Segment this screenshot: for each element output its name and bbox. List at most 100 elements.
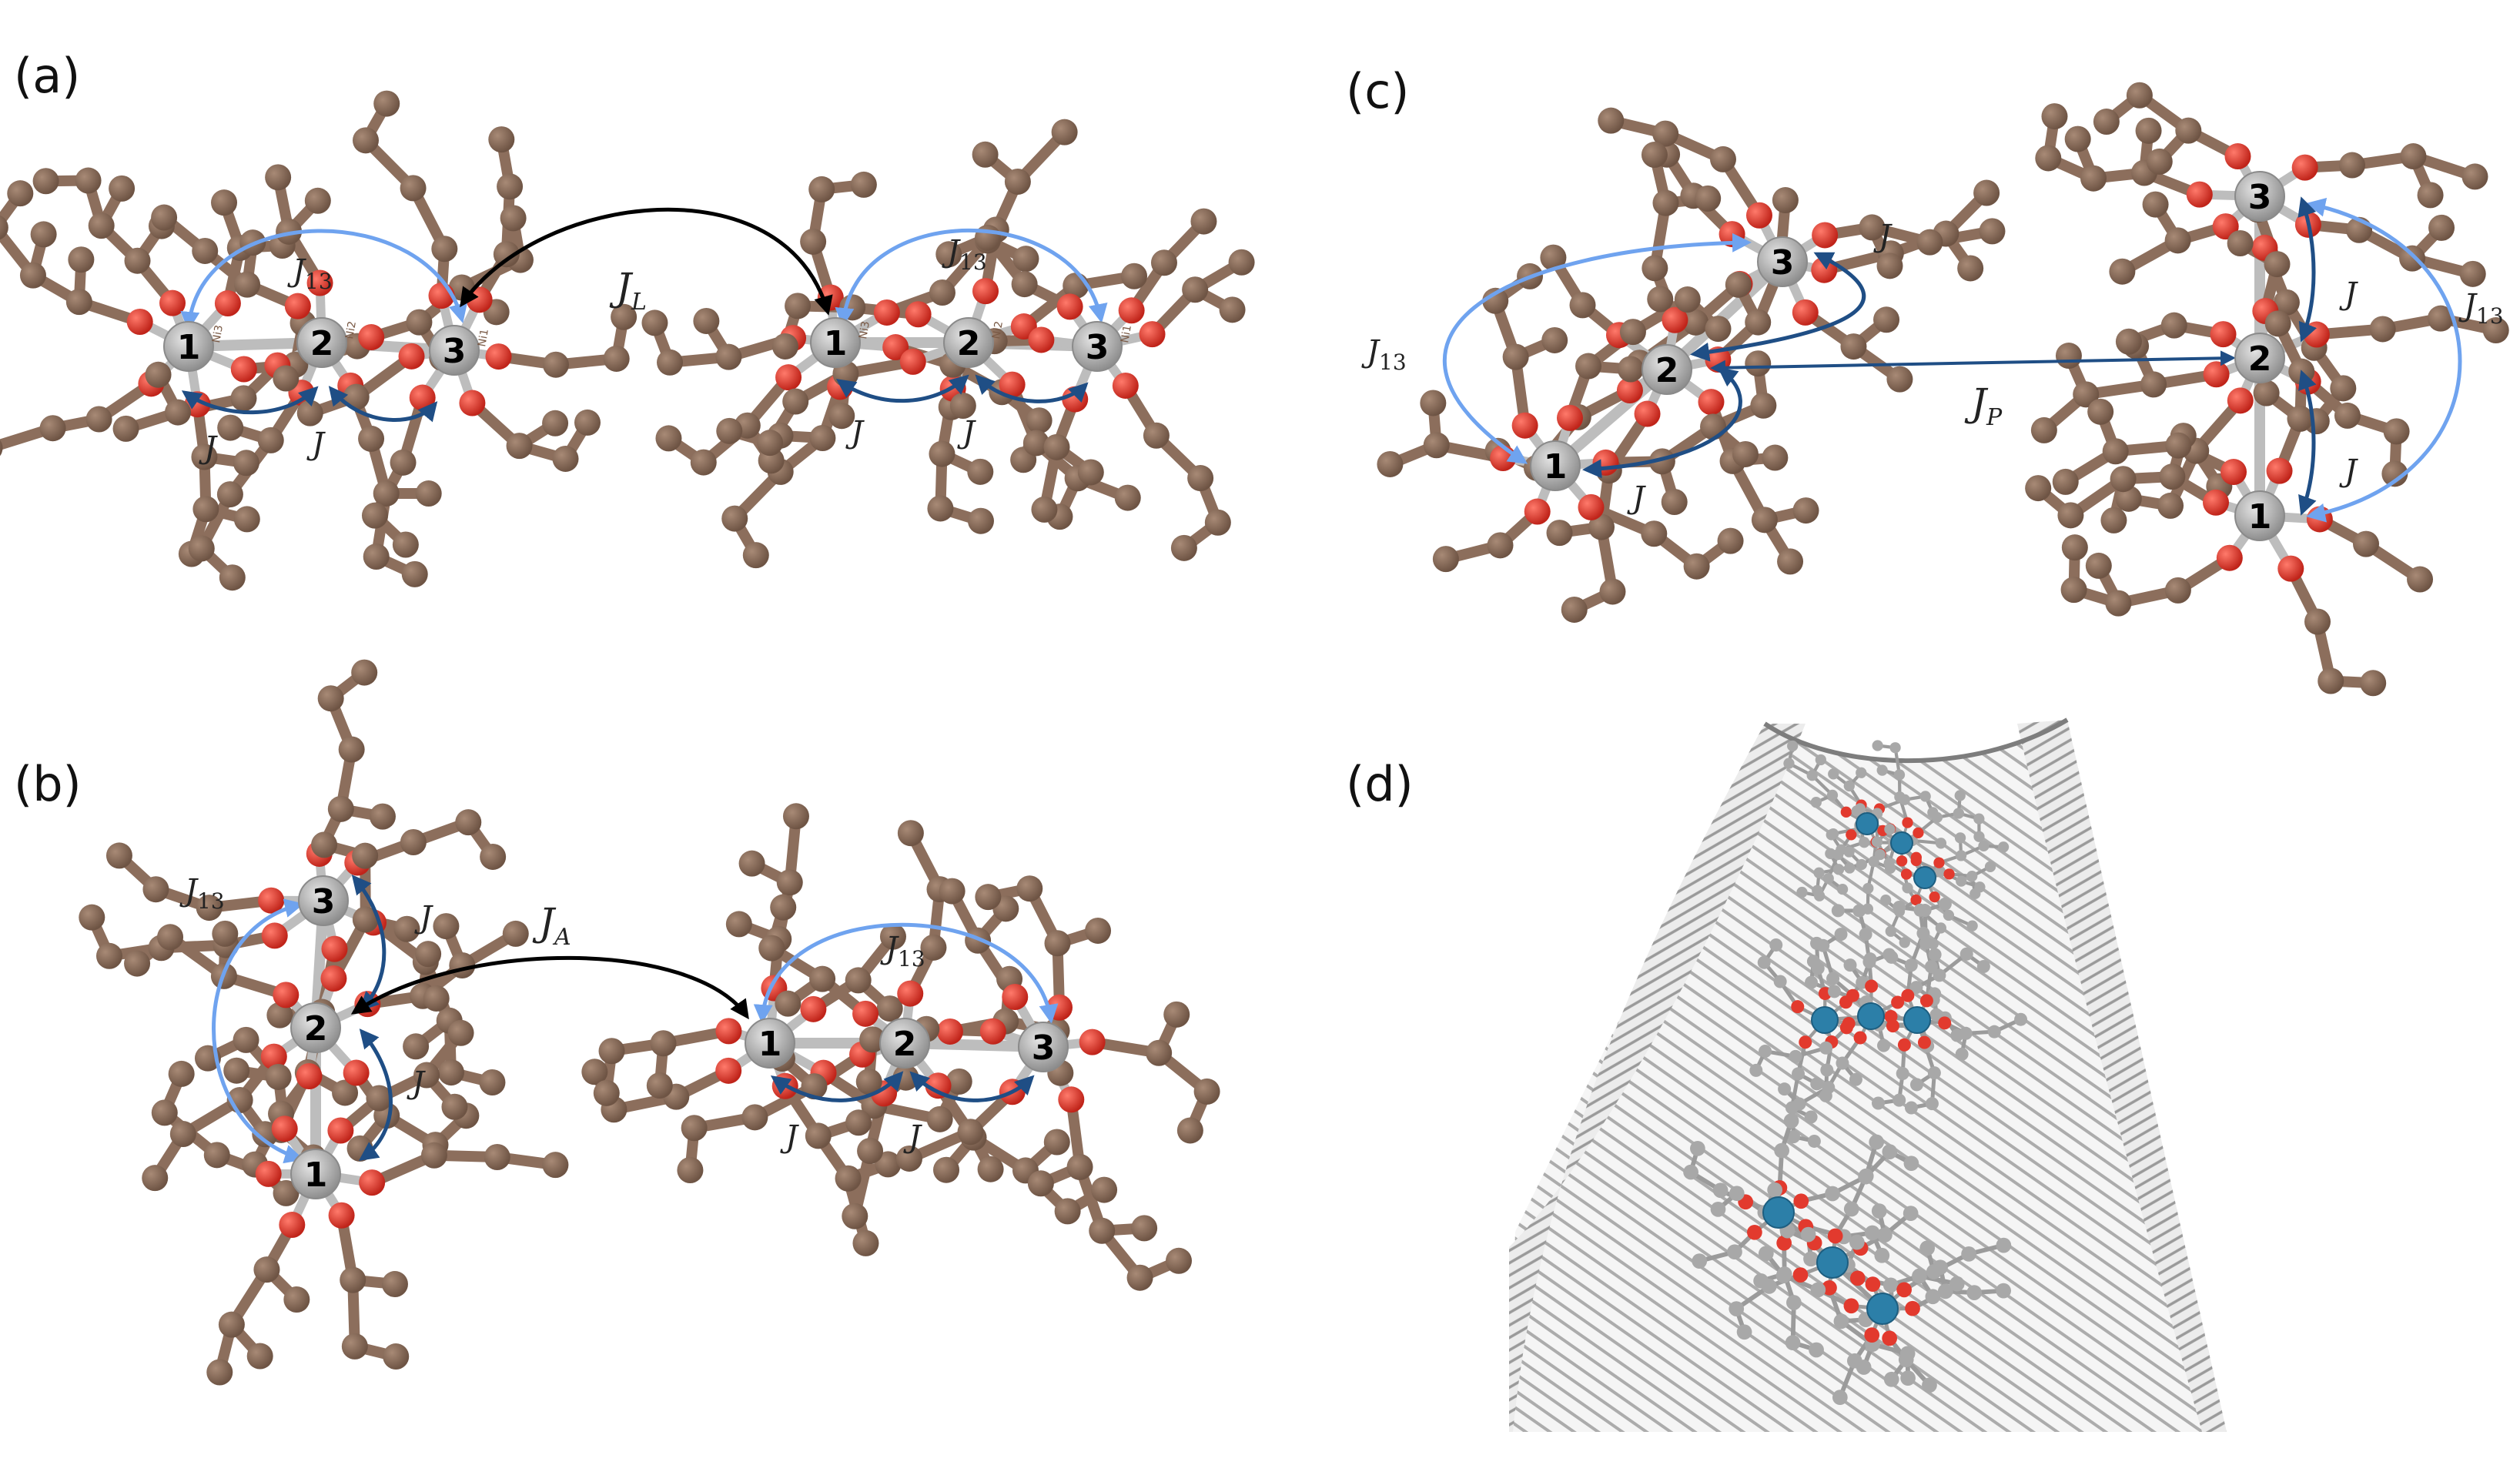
carbon-atom xyxy=(1143,422,1170,449)
oxygen-atom xyxy=(1776,1235,1792,1251)
carbon-atom xyxy=(1912,1268,1927,1284)
carbon-atom xyxy=(949,393,976,420)
tube-nickel-atom xyxy=(1903,1006,1931,1034)
carbon-atom xyxy=(369,803,396,830)
tube-nickel-atom xyxy=(1762,1196,1795,1229)
carbon-atom xyxy=(338,736,365,763)
carbon-atom xyxy=(2428,214,2455,241)
carbon-atom xyxy=(1166,1247,1193,1274)
ni-node-label: 2 xyxy=(304,1009,328,1049)
carbon-atom xyxy=(1085,917,1112,944)
b-left-cluster xyxy=(79,659,569,1386)
tube-nickel-atom xyxy=(1890,831,1913,855)
carbon-atom xyxy=(738,850,765,877)
b-left-ni-2: 2 xyxy=(290,1002,341,1053)
carbon-atom xyxy=(1885,950,1899,964)
oxygen-atom xyxy=(1056,293,1083,320)
ni-node-label: 2 xyxy=(893,1025,917,1064)
carbon-atom xyxy=(2304,608,2331,635)
carbon-atom xyxy=(655,425,682,452)
ni-node-label: 2 xyxy=(310,324,334,363)
carbon-atom xyxy=(2025,475,2052,502)
carbon-atom xyxy=(431,236,458,263)
carbon-atom xyxy=(1900,1370,1916,1386)
carbon-atom xyxy=(1843,958,1857,972)
carbon-atom xyxy=(1889,742,1901,754)
carbon-atom xyxy=(1880,895,1892,906)
carbon-atom xyxy=(332,1079,359,1106)
carbon-atom xyxy=(933,1156,960,1183)
carbon-atom xyxy=(1882,1277,1899,1293)
ni-node-label: 1 xyxy=(824,324,848,363)
carbon-atom xyxy=(1849,1234,1865,1250)
carbon-atom xyxy=(1949,1276,1965,1292)
carbon-atom xyxy=(1789,1049,1802,1063)
carbon-atom xyxy=(1877,1227,1893,1243)
carbon-atom xyxy=(1825,1186,1840,1202)
carbon-atom xyxy=(581,1059,608,1085)
carbon-atom xyxy=(1787,1130,1801,1144)
oxygen-atom xyxy=(1896,1282,1912,1298)
carbon-atom xyxy=(977,1156,1004,1182)
carbon-atom xyxy=(2064,125,2091,152)
nickel-atom xyxy=(943,317,994,368)
carbon-atom xyxy=(1973,831,1985,842)
carbon-atom xyxy=(1729,1186,1745,1202)
carbon-atom xyxy=(1044,930,1071,957)
carbon-atom xyxy=(1903,1156,1919,1172)
carbon-atom xyxy=(352,842,379,869)
carbon-atom xyxy=(1973,179,2000,206)
carbon-atom xyxy=(2110,466,2137,493)
carbon-atom xyxy=(1953,808,1965,819)
nickel-atom xyxy=(745,1018,795,1069)
oxygen-atom xyxy=(1745,202,1772,229)
oxygen-atom xyxy=(255,1160,282,1187)
carbon-atom xyxy=(1925,1097,1939,1111)
carbon-atom xyxy=(1420,390,1447,416)
carbon-atom xyxy=(800,228,827,255)
carbon-atom xyxy=(400,175,427,202)
carbon-atom xyxy=(2073,381,2100,408)
oxygen-atom xyxy=(1079,1029,1106,1055)
oxygen-atom xyxy=(1846,829,1857,841)
c-left-ni-2: 2 xyxy=(1642,344,1692,395)
carbon-atom xyxy=(1377,450,1404,477)
c-right-ni-1: 3 xyxy=(2234,171,2285,222)
carbon-atom xyxy=(1810,1077,1824,1091)
ni-node-label: 1 xyxy=(758,1025,782,1064)
carbon-atom xyxy=(1955,1047,1969,1061)
carbon-atom xyxy=(192,237,219,264)
carbon-atom xyxy=(433,913,460,940)
carbon-atom xyxy=(1150,249,1177,276)
carbon-atom xyxy=(2407,566,2434,593)
carbon-atom xyxy=(1228,249,1255,276)
carbon-atom xyxy=(2061,534,2088,561)
carbon-atom xyxy=(1709,145,1736,172)
carbon-atom xyxy=(206,1359,233,1386)
carbon-atom xyxy=(2360,670,2387,697)
carbon-atom xyxy=(1846,1353,1862,1369)
oxygen-atom xyxy=(2216,544,2243,571)
carbon-atom xyxy=(2164,577,2191,604)
carbon-atom xyxy=(1872,740,1883,751)
ni-node-label: 2 xyxy=(1655,351,1679,390)
carbon-atom xyxy=(2482,317,2509,344)
carbon-atom xyxy=(506,433,533,460)
carbon-atom xyxy=(1809,1342,1824,1358)
oxygen-atom xyxy=(715,1018,742,1045)
ligand-atoms xyxy=(1749,897,2028,1148)
carbon-atom xyxy=(967,458,994,485)
carbon-atom xyxy=(1012,246,1039,273)
carbon-atom xyxy=(480,843,507,870)
oxygen-atom xyxy=(1891,995,1905,1009)
carbon-atom xyxy=(2035,145,2062,172)
carbon-atom xyxy=(1575,353,1602,380)
oxygen-atom xyxy=(1905,1300,1920,1316)
carbon-atom xyxy=(1959,947,1973,961)
carbon-atom xyxy=(1833,1313,1849,1330)
ni-node-label: 3 xyxy=(2248,178,2272,217)
carbon-atom xyxy=(151,204,178,231)
oxygen-atom xyxy=(1062,386,1089,413)
